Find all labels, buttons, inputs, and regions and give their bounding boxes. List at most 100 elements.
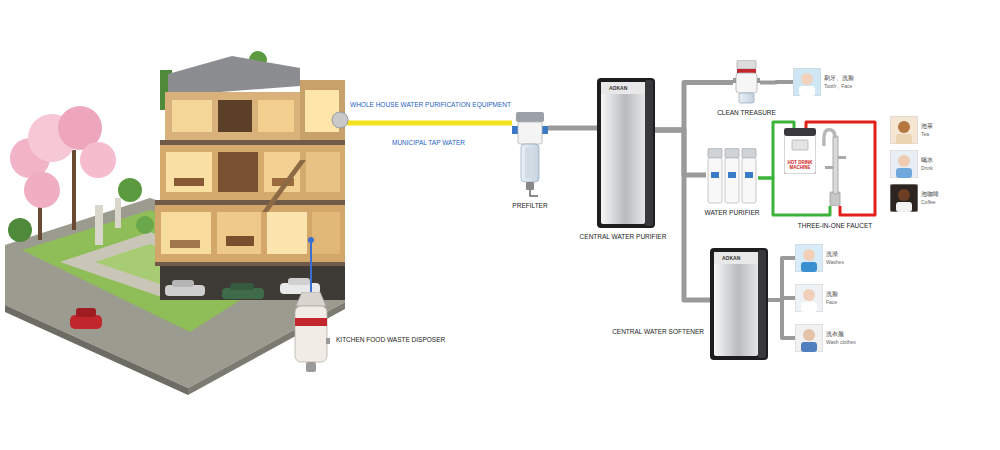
usage-picture	[793, 68, 821, 96]
usage-picture	[795, 244, 823, 272]
usage-chinese: 洗澡	[826, 251, 844, 258]
building	[155, 200, 345, 205]
device-drawing	[296, 292, 326, 306]
usage-english: Tea	[921, 131, 933, 137]
water-pipe	[655, 83, 733, 131]
usage-picture	[898, 189, 910, 201]
device-label: CENTRAL WATER SOFTENER	[612, 328, 704, 335]
building	[160, 140, 345, 145]
device-drawing	[295, 306, 327, 362]
device-label: CLEAN TREASURE	[717, 109, 776, 116]
usage-chinese: 洗衣服	[826, 331, 856, 338]
device-drawing	[736, 73, 757, 93]
building	[172, 100, 212, 132]
usage-chinese: 泡茶	[921, 123, 933, 130]
water-pipe	[548, 126, 597, 131]
garden	[115, 198, 121, 228]
device-drawing	[645, 80, 653, 226]
garden	[5, 305, 188, 395]
usage-text: 泡咖啡Coffee	[921, 191, 939, 204]
line-label: WHOLE HOUSE WATER PURIFICATION EQUIPMENT	[350, 101, 511, 108]
device-drawing	[292, 292, 330, 372]
usage-picture	[799, 86, 815, 96]
device-drawing	[833, 136, 838, 194]
device-drawing	[742, 148, 756, 158]
building	[312, 212, 340, 254]
water-pipe	[655, 130, 710, 300]
use-icon: 洗衣服Wash clothes	[795, 324, 856, 352]
water-pipe	[758, 178, 830, 215]
usage-picture	[801, 262, 817, 272]
usage-text: 洗澡Washes	[826, 251, 844, 264]
usage-chinese: 泡咖啡	[921, 191, 939, 198]
device-drawing	[706, 148, 758, 205]
device-drawing	[326, 338, 330, 344]
usage-picture	[795, 244, 823, 272]
device-label: KITCHEN FOOD WASTE DISPOSER	[336, 336, 445, 343]
usage-picture	[801, 73, 813, 85]
device-drawing	[824, 130, 835, 146]
building	[226, 236, 254, 246]
building	[160, 145, 345, 200]
usage-picture	[896, 202, 912, 212]
garden	[95, 205, 103, 245]
usage-picture	[890, 116, 918, 144]
usage-picture	[898, 121, 910, 133]
device-drawing	[728, 172, 736, 178]
pipes-and-inlet	[308, 112, 512, 292]
usage-english: Drink	[921, 165, 933, 171]
softener-tower: CENTRAL WATER SOFTENER	[710, 248, 768, 360]
pipes-and-inlet	[308, 237, 314, 243]
usage-picture	[890, 184, 918, 212]
trees	[24, 172, 60, 208]
device-drawing	[521, 144, 539, 182]
device-drawing	[710, 248, 768, 360]
use-icon: 洗脸Face	[795, 284, 838, 312]
device-drawing	[525, 148, 535, 178]
use-icon: 刷牙、洗脸Tooth，Face	[793, 68, 854, 96]
use-icon: 洗澡Washes	[795, 244, 844, 272]
device-drawing	[601, 82, 645, 224]
usage-picture	[890, 150, 918, 178]
building	[168, 56, 300, 96]
usage-picture	[896, 168, 912, 178]
garage	[172, 280, 194, 287]
usage-picture	[803, 289, 815, 301]
building	[258, 100, 294, 132]
purifier-tower: CENTRAL WATER PURIFIER	[597, 78, 655, 228]
trees	[72, 150, 76, 230]
hot-drink-machine: HOT DRINK MACHINE	[784, 128, 816, 174]
device-drawing	[758, 250, 766, 358]
usage-english: Wash clothes	[826, 339, 856, 345]
device-drawing	[737, 60, 756, 69]
prefilter-device: PREFILTER	[512, 112, 548, 198]
device-label: WATER PURIFIER	[705, 209, 760, 216]
device-drawing	[733, 60, 760, 105]
building	[217, 212, 261, 254]
garden	[188, 302, 345, 395]
device-drawing	[601, 82, 645, 94]
trees	[118, 178, 142, 202]
usage-picture	[793, 68, 821, 96]
machine-drawing	[784, 128, 816, 174]
water-pipe	[760, 80, 793, 85]
device-drawing	[710, 248, 768, 360]
garden	[5, 198, 345, 395]
faucet-device: THREE-IN-ONE FAUCET	[821, 126, 849, 206]
device-drawing	[714, 252, 758, 356]
usage-chinese: 刷牙、洗脸	[824, 75, 854, 82]
water-pipe	[768, 300, 795, 338]
device-drawing	[530, 190, 538, 196]
usage-chinese: 洗脸	[826, 291, 838, 298]
machine-drawing	[784, 128, 816, 136]
building	[262, 160, 306, 212]
machine-label: HOT DRINK MACHINE	[784, 161, 816, 174]
water-pipe	[655, 130, 706, 175]
usage-picture	[896, 134, 912, 144]
line-label: MUNICIPAL TAP WATER	[392, 139, 465, 146]
usage-picture	[795, 324, 823, 352]
device-drawing	[821, 126, 849, 206]
garage	[76, 308, 96, 317]
usage-english: Face	[826, 299, 838, 305]
